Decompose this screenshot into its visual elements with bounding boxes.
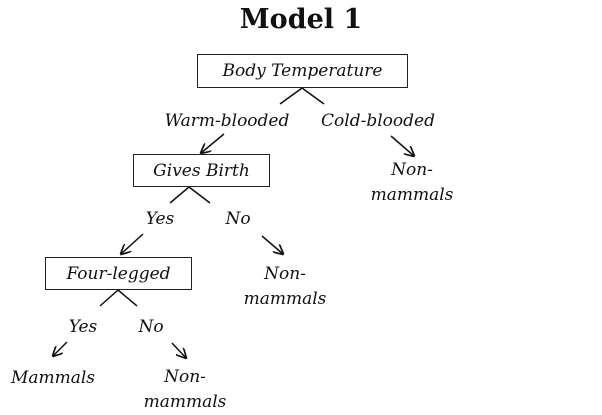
arrow-to-mammals (53, 341, 68, 356)
node-body-temperature-label: Body Temperature (222, 61, 383, 81)
edge-body-temp-right (301, 87, 325, 105)
edge-gives-birth-left (169, 186, 190, 204)
leaf-cold-non-mammals: Non- mammals (352, 158, 472, 208)
leaf-mammals: Mammals (10, 368, 96, 388)
leaf-legless-non-mammals-line2: mammals (143, 392, 227, 412)
arrow-to-four-legged (121, 233, 144, 254)
leaf-no-birth-non-mammals-line2: mammals (243, 289, 327, 309)
leaf-cold-non-mammals-line2: mammals (370, 185, 454, 205)
edge-four-legged-right (117, 289, 138, 307)
arrow-to-no-birth-non-mammals (261, 235, 283, 254)
edge-label-four-legged-yes: Yes (68, 317, 98, 337)
arrow-to-gives-birth (201, 133, 225, 153)
edge-gives-birth-right (188, 186, 211, 204)
node-body-temperature: Body Temperature (197, 54, 408, 88)
node-gives-birth-label: Gives Birth (153, 160, 250, 181)
arrow-to-cold-non-mammals (390, 135, 414, 156)
leaf-no-birth-non-mammals-line1: Non- (264, 264, 306, 284)
edge-label-gives-birth-yes: Yes (145, 209, 175, 229)
arrow-to-legless-non-mammals (171, 342, 186, 358)
leaf-no-birth-non-mammals: Non- mammals (225, 262, 345, 312)
edge-body-temp-left (279, 87, 303, 105)
node-four-legged: Four-legged (45, 257, 192, 290)
node-gives-birth: Gives Birth (133, 154, 270, 187)
leaf-cold-non-mammals-line1: Non- (391, 160, 433, 180)
edge-four-legged-left (99, 289, 119, 307)
node-four-legged-label: Four-legged (66, 263, 171, 284)
edge-label-gives-birth-no: No (225, 209, 251, 229)
leaf-legless-non-mammals: Non- mammals (125, 365, 245, 415)
leaf-legless-non-mammals-line1: Non- (164, 367, 206, 387)
edge-label-cold-blooded: Cold-blooded (321, 111, 435, 131)
edge-label-warm-blooded: Warm-blooded (164, 111, 290, 131)
edge-label-four-legged-no: No (138, 317, 164, 337)
diagram-title: Model 1 (239, 4, 363, 35)
